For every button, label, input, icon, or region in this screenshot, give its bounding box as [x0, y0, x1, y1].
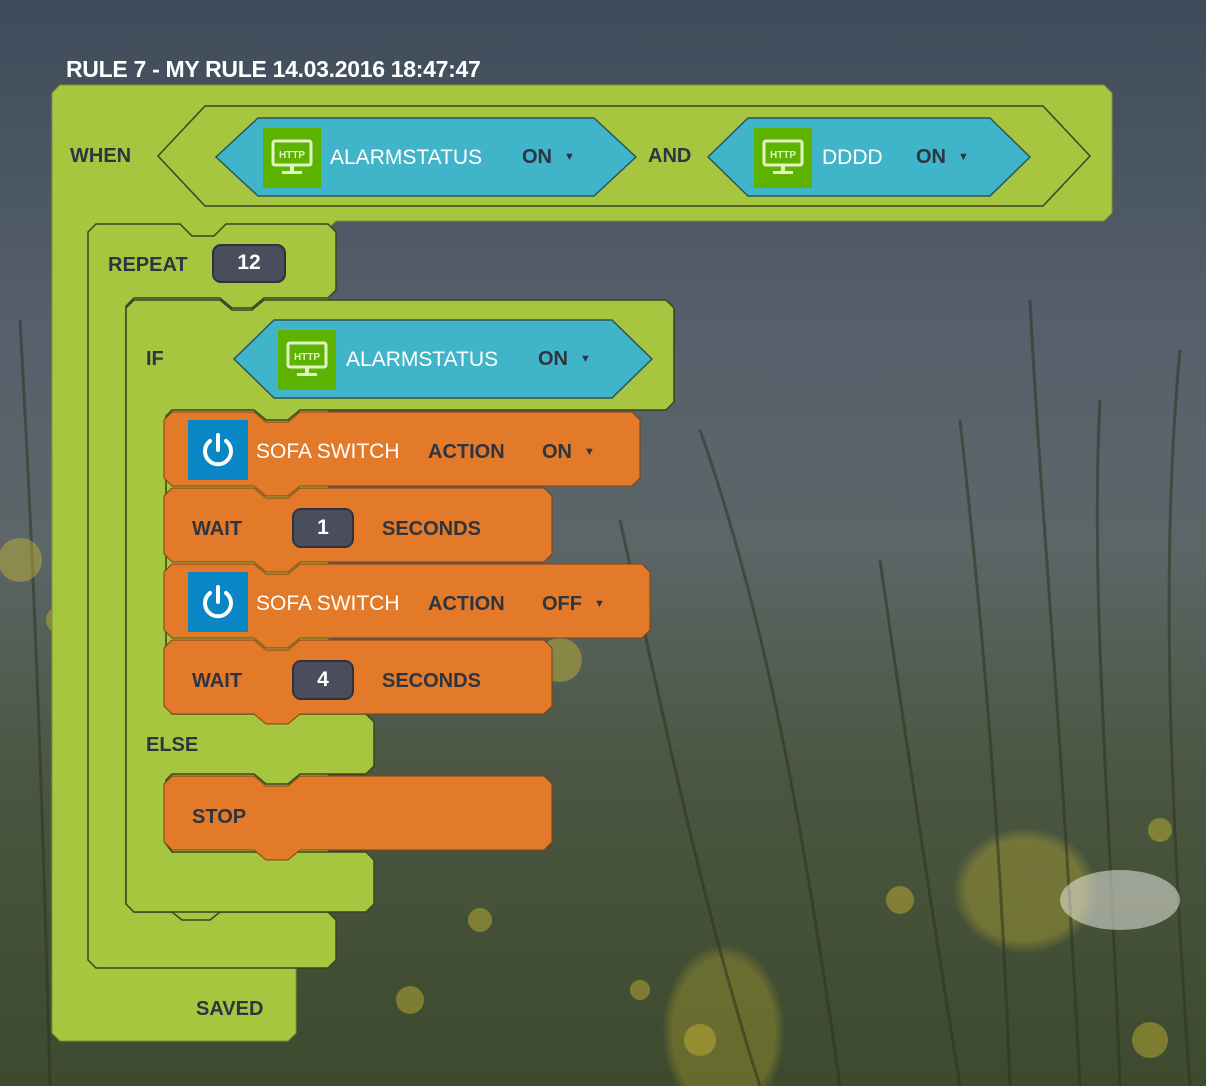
- when-operator-label: AND: [648, 145, 692, 167]
- wait-2-seconds-input[interactable]: 4: [292, 660, 354, 700]
- dropdown-value: ON: [916, 146, 946, 168]
- http-monitor-icon: HTTP: [754, 128, 812, 188]
- dropdown-value: ON: [522, 146, 552, 168]
- saved-status: SAVED: [196, 998, 264, 1020]
- http-monitor-icon: HTTP: [263, 128, 321, 188]
- power-icon: [188, 420, 248, 480]
- wait-1-unit: SECONDS: [382, 518, 481, 540]
- if-label: IF: [146, 348, 164, 370]
- dropdown-value: ON: [538, 348, 568, 370]
- wait-1-label: WAIT: [192, 518, 242, 540]
- stop-label: STOP: [192, 806, 247, 828]
- repeat-block-shape[interactable]: [87, 223, 337, 969]
- when-condition-2-state-dropdown[interactable]: ON ▼: [916, 146, 969, 169]
- svg-text:HTTP: HTTP: [770, 150, 796, 161]
- if-condition-shape[interactable]: [232, 319, 654, 399]
- wait-1-seconds-input[interactable]: 1: [292, 508, 354, 548]
- if-block-shape[interactable]: [125, 299, 675, 913]
- http-monitor-icon: HTTP: [278, 330, 336, 390]
- wait-2-label: WAIT: [192, 670, 242, 692]
- caret-down-icon: ▼: [584, 446, 595, 458]
- caret-down-icon: ▼: [594, 598, 605, 610]
- wait-2-unit: SECONDS: [382, 670, 481, 692]
- when-label: WHEN: [70, 145, 132, 167]
- action-3-device: SOFA SWITCH: [256, 592, 400, 615]
- action-3-value-dropdown[interactable]: OFF ▼: [542, 593, 605, 616]
- action-3-shape[interactable]: [163, 563, 651, 649]
- if-condition-state-dropdown[interactable]: ON ▼: [538, 348, 591, 371]
- action-4-shape[interactable]: [163, 639, 553, 725]
- repeat-label: REPEAT: [108, 254, 188, 276]
- action-2-shape[interactable]: [163, 487, 553, 573]
- when-condition-1-shape[interactable]: [214, 117, 638, 197]
- caret-down-icon: ▼: [958, 151, 969, 163]
- action-1-shape[interactable]: [163, 411, 641, 497]
- if-condition-device: ALARMSTATUS: [346, 348, 499, 371]
- when-condition-2-device: DDDD: [822, 146, 883, 169]
- action-1-action-label: ACTION: [428, 441, 505, 463]
- repeat-count-input[interactable]: 12: [212, 244, 286, 283]
- stop-block-shape[interactable]: [163, 775, 553, 861]
- svg-text:HTTP: HTTP: [279, 150, 305, 161]
- caret-down-icon: ▼: [564, 151, 575, 163]
- dropdown-value: ON: [542, 441, 572, 463]
- when-condition-1-device: ALARMSTATUS: [330, 146, 483, 169]
- power-icon: [188, 572, 248, 632]
- rule-title: RULE 7 - MY RULE 14.03.2016 18:47:47: [66, 56, 481, 82]
- action-1-device: SOFA SWITCH: [256, 440, 400, 463]
- dropdown-value: OFF: [542, 593, 582, 615]
- caret-down-icon: ▼: [580, 353, 591, 365]
- svg-text:HTTP: HTTP: [294, 352, 320, 363]
- when-condition-1-state-dropdown[interactable]: ON ▼: [522, 146, 575, 169]
- else-label: ELSE: [146, 734, 199, 756]
- action-3-action-label: ACTION: [428, 593, 505, 615]
- action-1-value-dropdown[interactable]: ON ▼: [542, 441, 595, 464]
